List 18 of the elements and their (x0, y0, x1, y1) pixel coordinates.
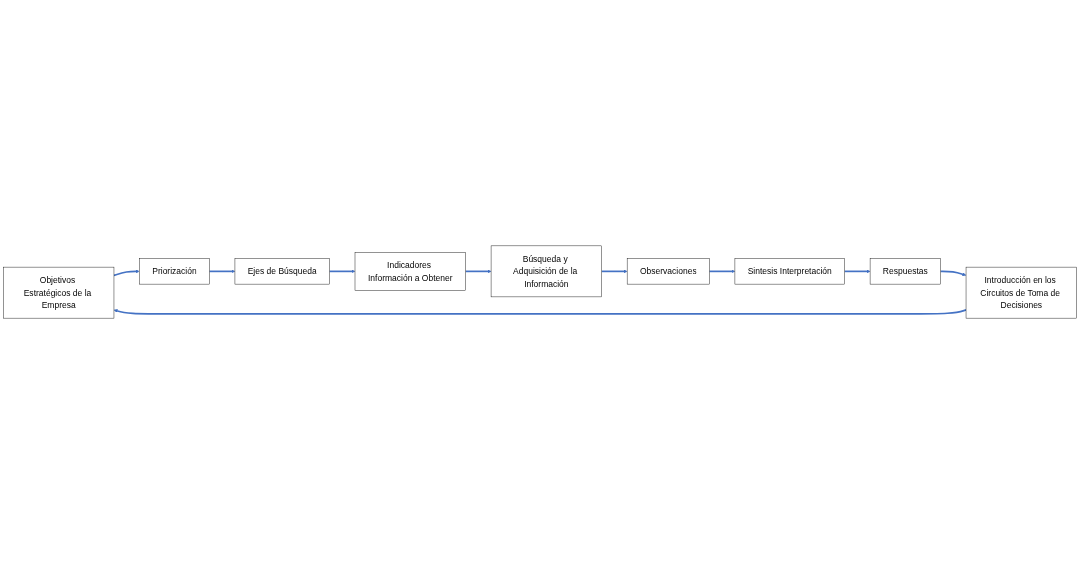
node-box: Búsqueda y Adquisición de la Información (490, 245, 602, 298)
arrow (113, 309, 967, 315)
node-box: Indicadores Información a Obtener (354, 252, 466, 291)
arrow (708, 269, 736, 274)
node-box: Respuestas (869, 258, 941, 285)
node-box: Objetivos Estratégicos de la Empresa (3, 266, 115, 319)
arrow (208, 269, 236, 274)
arrow (464, 269, 492, 274)
node-box: Priorización (139, 258, 210, 285)
arrow (113, 269, 140, 277)
node-box: Ejes de Búsqueda (234, 258, 330, 285)
arrow (939, 270, 967, 277)
arrow (843, 269, 871, 274)
arrow (600, 269, 628, 274)
arrow (328, 269, 356, 274)
node-box: Introducción en los Circuitos de Toma de Decisiones (965, 266, 1077, 319)
node-box: Sintesis Interpretación (734, 258, 845, 285)
node-box: Observaciones (626, 258, 710, 285)
